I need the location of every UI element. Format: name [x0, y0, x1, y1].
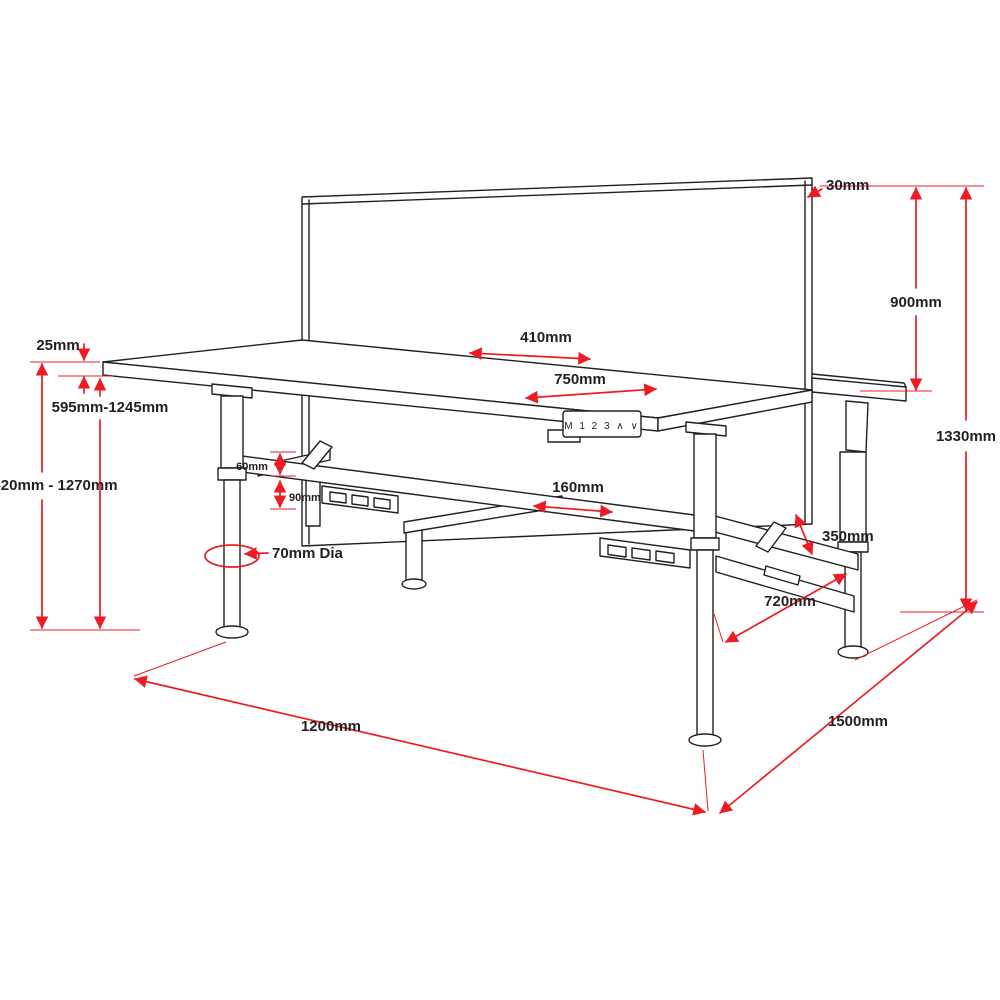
dimension-overall-height-range: 620mm - 1270mm	[0, 362, 118, 630]
dimension-desktop-depth: 750mm	[524, 371, 658, 404]
label-750mm: 750mm	[554, 371, 606, 388]
screen-brackets	[301, 440, 787, 553]
label-90mm: 90mm	[289, 492, 321, 504]
cable-tray-rear	[599, 537, 691, 569]
label-70mm-dia: 70mm Dia	[272, 545, 344, 562]
screen-bracket-left	[301, 440, 333, 470]
middle-leg	[405, 527, 423, 581]
dimension-leg-diameter: 70mm Dia	[204, 544, 344, 568]
desktop-end-edge	[657, 389, 813, 432]
label-60mm: 60mm	[236, 461, 268, 473]
label-720mm: 720mm	[764, 593, 816, 610]
dimension-160: 160mm	[532, 479, 614, 518]
label-1500mm: 1500mm	[828, 713, 888, 730]
front-left-leg	[211, 383, 253, 639]
dimension-350: 350mm	[794, 514, 874, 555]
front-left-foot	[215, 625, 249, 639]
label-595-1245: 595mm-1245mm	[52, 399, 169, 416]
middle-foot	[401, 578, 427, 590]
label-30mm: 30mm	[826, 177, 869, 194]
rear-desktop-edge	[811, 377, 907, 402]
dimension-desktop-height-range: 595mm-1245mm	[52, 377, 169, 630]
dimension-top-thickness: 25mm	[36, 337, 91, 394]
dimension-screen-thickness: 30mm	[807, 177, 869, 198]
dimension-frame-90: 90mm	[273, 479, 321, 509]
rear-desk	[811, 373, 907, 659]
label-25mm: 25mm	[36, 337, 79, 354]
label-1330mm: 1330mm	[936, 428, 996, 445]
label-1200mm: 1200mm	[301, 718, 361, 735]
dimension-screen-height: 900mm	[890, 186, 942, 392]
dimension-frame-60: 60mm	[236, 452, 287, 476]
label-900mm: 900mm	[890, 294, 942, 311]
keypad-label: M 1 2 3 ∧ ∨	[564, 421, 640, 432]
label-350mm: 350mm	[822, 528, 874, 545]
dimension-410: 410mm	[468, 329, 592, 365]
screen-bracket-right	[755, 521, 787, 553]
label-620-1270: 620mm - 1270mm	[0, 477, 118, 494]
dimension-desk-length: 1200mm	[134, 675, 706, 816]
dimension-total-height: 1330mm	[936, 186, 996, 612]
height-control-keypad: M 1 2 3 ∧ ∨	[562, 410, 642, 438]
rear-leg-bracket	[845, 400, 869, 453]
dimension-desk-depth-total: 1500mm	[719, 601, 978, 814]
label-410mm: 410mm	[520, 329, 572, 346]
label-160mm: 160mm	[552, 479, 604, 496]
front-right-foot	[688, 733, 722, 747]
